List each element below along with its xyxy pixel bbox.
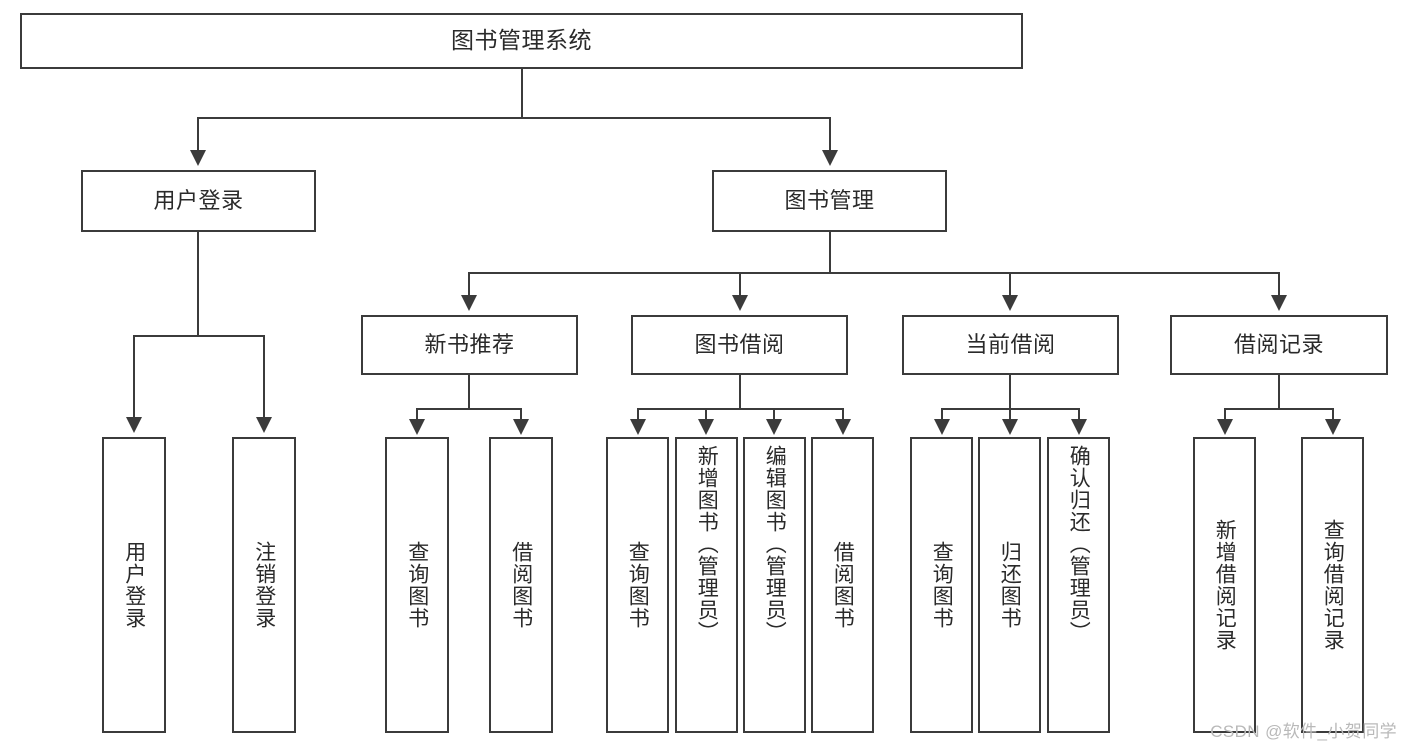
node-label: 用户登录 <box>153 188 244 214</box>
node-new-book-recommend[interactable]: 新书推荐 <box>361 315 578 375</box>
connector-root-drop-1 <box>197 117 199 150</box>
node-user-login[interactable]: 用户登录 <box>81 170 316 232</box>
node-label: 查询借阅记录 <box>1321 519 1345 651</box>
arrowhead-to-borrow-record <box>1271 295 1287 311</box>
leaf-add-borrow-record[interactable]: 新增借阅记录 <box>1193 437 1256 733</box>
node-label: 新增借阅记录 <box>1213 519 1237 651</box>
arrowhead-borrow-record-leaf-2 <box>1325 419 1341 435</box>
connector-root-bus <box>197 117 831 119</box>
node-label: 当前借阅 <box>965 332 1056 358</box>
node-label: 借阅图书 <box>831 541 855 629</box>
connector-current-borrow-drop-2 <box>1009 408 1011 419</box>
connector-borrow-record-bus <box>1224 408 1334 410</box>
arrowhead-book-borrow-leaf-2 <box>698 419 714 435</box>
node-label: 查询图书 <box>405 541 429 629</box>
arrowhead-to-leaf-user-login <box>126 417 142 433</box>
connector-book-mgmt-drop-4 <box>1278 272 1280 295</box>
node-label: 编辑图书（管理员） <box>763 445 787 643</box>
connector-new-book-drop-1 <box>416 408 418 419</box>
node-label: 图书管理系统 <box>451 27 592 54</box>
node-label: 借阅图书 <box>509 541 533 629</box>
arrowhead-book-borrow-leaf-1 <box>630 419 646 435</box>
leaf-edit-book-admin[interactable]: 编辑图书（管理员） <box>743 437 806 733</box>
leaf-new-book-query[interactable]: 查询图书 <box>385 437 449 733</box>
connector-root-stem <box>521 69 523 118</box>
arrowhead-root-to-book-mgmt <box>822 150 838 166</box>
connector-book-mgmt-drop-2 <box>739 272 741 295</box>
leaf-logout[interactable]: 注销登录 <box>232 437 296 733</box>
arrowhead-to-current-borrow <box>1002 295 1018 311</box>
node-label: 新书推荐 <box>424 332 515 358</box>
node-label: 新增图书（管理员） <box>695 445 719 643</box>
connector-user-login-stem <box>197 232 199 336</box>
connector-current-borrow-drop-3 <box>1078 408 1080 419</box>
node-label: 查询图书 <box>930 541 954 629</box>
arrowhead-borrow-record-leaf-1 <box>1217 419 1233 435</box>
connector-new-book-bus <box>416 408 522 410</box>
connector-borrow-record-drop-1 <box>1224 408 1226 419</box>
arrowhead-to-leaf-logout <box>256 417 272 433</box>
connector-new-book-drop-2 <box>520 408 522 419</box>
connector-current-borrow-drop-1 <box>941 408 943 419</box>
node-book-management[interactable]: 图书管理 <box>712 170 947 232</box>
node-label: 图书借阅 <box>694 332 785 358</box>
leaf-borrow-query-book[interactable]: 查询图书 <box>606 437 669 733</box>
connector-root-drop-2 <box>829 117 831 150</box>
arrowhead-current-borrow-leaf-1 <box>934 419 950 435</box>
node-current-borrow[interactable]: 当前借阅 <box>902 315 1119 375</box>
arrowhead-root-to-user-login <box>190 150 206 166</box>
node-label: 确认归还（管理员） <box>1067 445 1091 643</box>
connector-book-mgmt-drop-3 <box>1009 272 1011 295</box>
arrowhead-current-borrow-leaf-3 <box>1071 419 1087 435</box>
connector-borrow-record-stem <box>1278 375 1280 409</box>
arrowhead-new-book-leaf-2 <box>513 419 529 435</box>
leaf-user-login[interactable]: 用户登录 <box>102 437 166 733</box>
connector-borrow-record-drop-2 <box>1332 408 1334 419</box>
node-label: 借阅记录 <box>1233 332 1324 358</box>
arrowhead-book-borrow-leaf-4 <box>835 419 851 435</box>
connector-user-login-bus <box>133 335 265 337</box>
connector-book-mgmt-bus <box>468 272 1280 274</box>
arrowhead-current-borrow-leaf-2 <box>1002 419 1018 435</box>
node-book-borrow[interactable]: 图书借阅 <box>631 315 848 375</box>
leaf-new-book-borrow[interactable]: 借阅图书 <box>489 437 553 733</box>
connector-book-borrow-drop-2 <box>705 408 707 419</box>
leaf-confirm-return-admin[interactable]: 确认归还（管理员） <box>1047 437 1110 733</box>
node-borrow-record[interactable]: 借阅记录 <box>1170 315 1388 375</box>
connector-book-mgmt-stem <box>829 232 831 274</box>
node-label: 图书管理 <box>784 188 875 214</box>
node-label: 用户登录 <box>122 541 146 629</box>
arrowhead-book-borrow-leaf-3 <box>766 419 782 435</box>
connector-current-borrow-stem <box>1009 375 1011 409</box>
connector-new-book-stem <box>468 375 470 409</box>
connector-book-borrow-drop-4 <box>842 408 844 419</box>
arrowhead-to-new-book <box>461 295 477 311</box>
connector-user-login-drop-1 <box>133 335 135 417</box>
connector-user-login-drop-2 <box>263 335 265 417</box>
leaf-borrow-book[interactable]: 借阅图书 <box>811 437 874 733</box>
leaf-query-borrow-record[interactable]: 查询借阅记录 <box>1301 437 1364 733</box>
leaf-add-book-admin[interactable]: 新增图书（管理员） <box>675 437 738 733</box>
node-label: 归还图书 <box>998 541 1022 629</box>
arrowhead-new-book-leaf-1 <box>409 419 425 435</box>
leaf-current-query-book[interactable]: 查询图书 <box>910 437 973 733</box>
watermark-text: CSDN @软件_小贺同学 <box>1210 722 1397 741</box>
arrowhead-to-book-borrow <box>732 295 748 311</box>
node-root-system[interactable]: 图书管理系统 <box>20 13 1023 69</box>
node-label: 查询图书 <box>626 541 650 629</box>
connector-book-borrow-bus <box>637 408 844 410</box>
connector-book-borrow-drop-3 <box>773 408 775 419</box>
node-label: 注销登录 <box>252 541 276 629</box>
connector-book-borrow-stem <box>739 375 741 409</box>
connector-book-mgmt-drop-1 <box>468 272 470 295</box>
connector-book-borrow-drop-1 <box>637 408 639 419</box>
leaf-return-book[interactable]: 归还图书 <box>978 437 1041 733</box>
